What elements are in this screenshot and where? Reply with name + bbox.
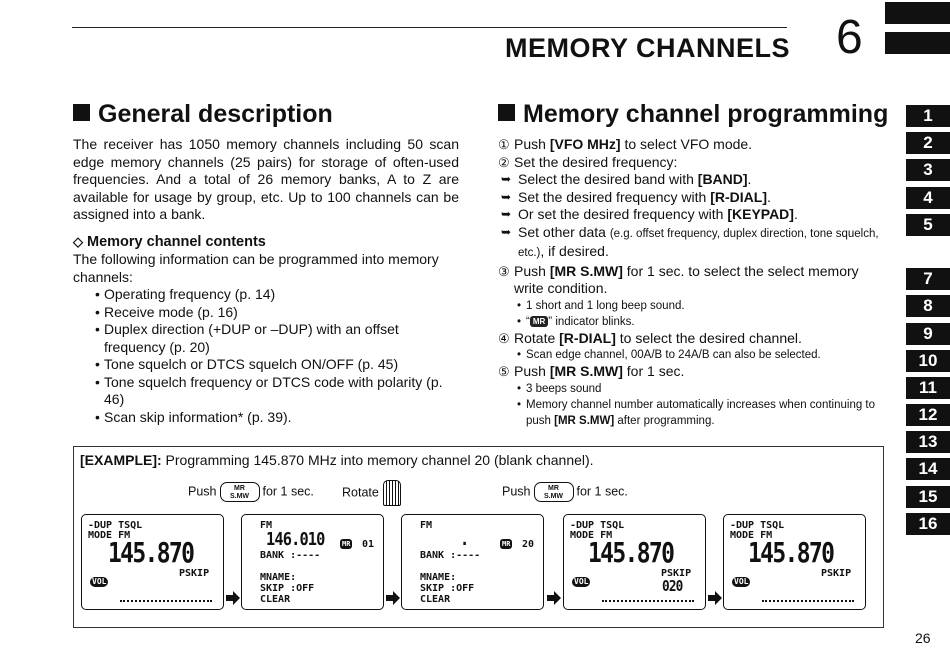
list-item: Scan skip information* (p. 39).	[95, 409, 459, 427]
tab-8[interactable]: 8	[906, 295, 950, 318]
dial-knob-icon	[382, 480, 401, 506]
lcd-display-3: FM . MR 20 BANK :---- MNAME: SKIP :OFF C…	[401, 514, 544, 610]
chapter-tabs: 1 2 3 4 5 6 7 8 9 10 11 12 13 14 15 16	[906, 105, 950, 540]
intro-paragraph: The receiver has 1050 memory channels in…	[73, 136, 459, 222]
tab-14[interactable]: 14	[906, 458, 950, 481]
right-arrow-icon	[547, 591, 561, 605]
memory-contents-heading: ◇Memory channel contents	[73, 233, 266, 250]
left-column: The receiver has 1050 memory channels in…	[73, 136, 459, 426]
tab-4[interactable]: 4	[906, 186, 950, 209]
list-item: Receive mode (p. 16)	[95, 304, 459, 322]
step-5-note-1: 3 beeps sound	[514, 381, 886, 397]
step-3-note-2: “MR” indicator blinks.	[514, 314, 886, 330]
right-arrow-icon	[708, 591, 722, 605]
chapter-bar-bottom	[885, 32, 950, 54]
step-5-note-2: Memory channel number automatically incr…	[514, 397, 886, 429]
tab-13[interactable]: 13	[906, 431, 950, 454]
step-2b: ➥Set the desired frequency with [R-DIAL]…	[501, 188, 771, 205]
step-4-note-1: Scan edge channel, 00A/B to 24A/B can al…	[514, 347, 886, 363]
right-arrow-icon	[386, 591, 400, 605]
contents-intro: The following information can be program…	[73, 251, 439, 285]
tab-2[interactable]: 2	[906, 132, 950, 155]
tab-11[interactable]: 11	[906, 376, 950, 399]
lcd-display-5: -DUP TSQL MODE FM 145.870 PSKIP VOL	[723, 514, 866, 610]
tab-6[interactable]: 6	[906, 240, 950, 263]
list-item: Tone squelch frequency or DTCS code with…	[95, 374, 459, 409]
tab-3[interactable]: 3	[906, 159, 950, 182]
general-description-heading: General description	[73, 102, 333, 127]
header-rule	[72, 27, 787, 28]
list-item: Operating frequency (p. 14)	[95, 286, 459, 304]
lcd-display-2: FM 146.010 MR 01 BANK :---- MNAME: SKIP …	[241, 514, 384, 610]
programming-heading: Memory channel programming	[498, 102, 888, 127]
tab-1[interactable]: 1	[906, 105, 950, 127]
tab-9[interactable]: 9	[906, 322, 950, 345]
square-bullet-icon	[498, 104, 515, 121]
arrow-icon: ➥	[501, 172, 512, 186]
contents-list: Operating frequency (p. 14) Receive mode…	[73, 286, 459, 426]
square-bullet-icon	[73, 104, 90, 121]
tab-10[interactable]: 10	[906, 349, 950, 372]
right-arrow-icon	[226, 591, 240, 605]
step-2a: ➥Select the desired band with [BAND].	[501, 171, 752, 187]
diamond-icon: ◇	[73, 233, 83, 249]
arrow-icon: ➥	[501, 189, 512, 204]
step-2c: ➥Or set the desired frequency with [KEYP…	[501, 206, 798, 222]
list-item: Duplex direction (+DUP or –DUP) with an …	[95, 321, 459, 356]
tab-12[interactable]: 12	[906, 404, 950, 427]
tab-15[interactable]: 15	[906, 485, 950, 508]
example-title: [EXAMPLE]: Programming 145.870 MHz into …	[80, 452, 594, 468]
rotate-instruction: Rotate	[342, 480, 401, 506]
arrow-icon: ➥	[501, 224, 512, 239]
step-2d: ➥Set other data (e.g. offset frequency, …	[501, 223, 879, 260]
lcd-display-4: -DUP TSQL MODE FM 145.870 PSKIP VOL 020	[563, 514, 706, 610]
page-number: 26	[915, 630, 931, 646]
tab-16[interactable]: 16	[906, 512, 950, 535]
chapter-number: 6	[836, 11, 863, 64]
tab-7[interactable]: 7	[906, 268, 950, 291]
chapter-bar-top	[885, 2, 950, 24]
mr-indicator-icon: MR	[529, 315, 549, 327]
list-item: Tone squelch or DTCS squelch ON/OFF (p. …	[95, 356, 459, 374]
chapter-title: MEMORY CHANNELS	[504, 33, 790, 63]
lcd-display-1: -DUP TSQL MODE FM 145.870 PSKIP VOL	[81, 514, 224, 610]
step-3-note-1: 1 short and 1 long beep sound.	[514, 298, 886, 314]
tab-5[interactable]: 5	[906, 213, 950, 236]
arrow-icon: ➥	[501, 207, 512, 221]
example-box: [EXAMPLE]: Programming 145.870 MHz into …	[73, 446, 884, 628]
